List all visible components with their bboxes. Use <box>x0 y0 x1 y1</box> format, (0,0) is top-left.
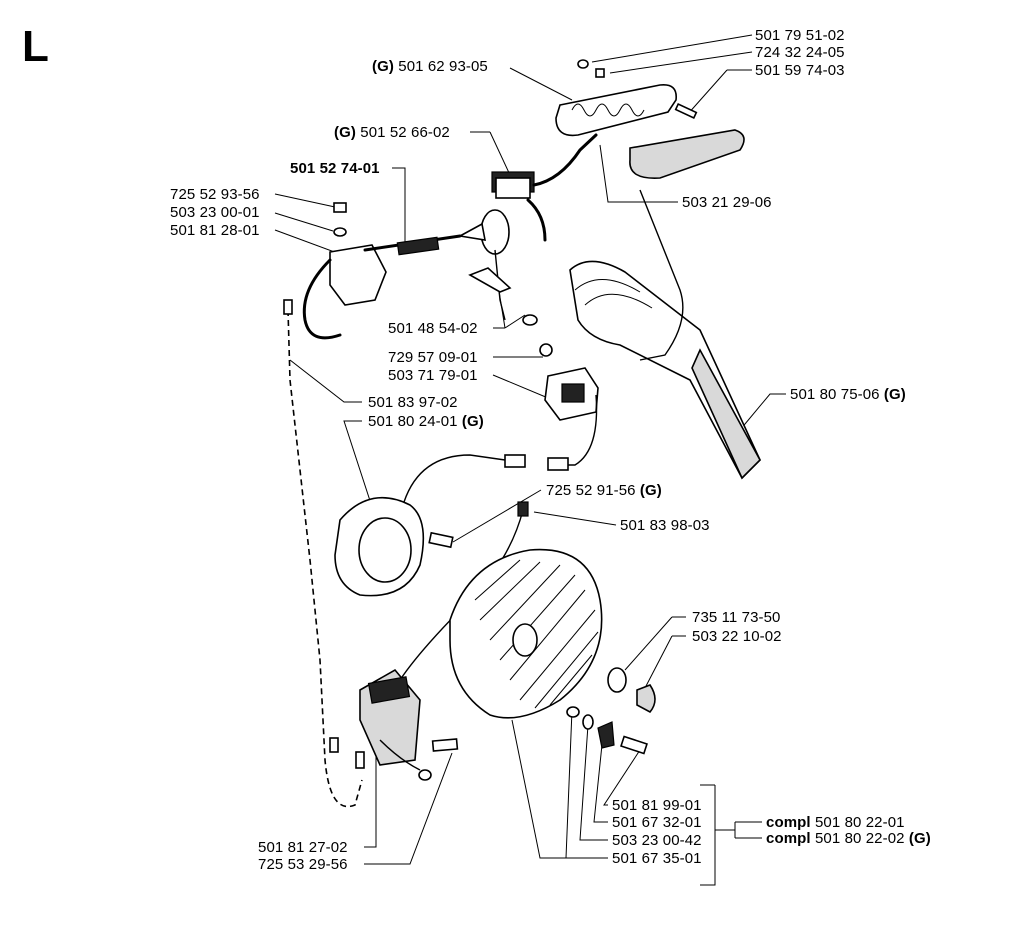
label-501-79-51-02: 501 79 51-02 <box>755 27 845 44</box>
label-501-81-99-01: 501 81 99-01 <box>612 797 702 814</box>
label-501-67-35-01: 501 67 35-01 <box>612 850 702 867</box>
label-compl-501-80-22-02: compl 501 80 22-02 (G) <box>766 830 931 847</box>
label-501-59-74-03: 501 59 74-03 <box>755 62 845 79</box>
section-letter: L <box>22 22 49 71</box>
handle-bar <box>569 189 761 480</box>
label-501-67-32-01: 501 67 32-01 <box>612 814 702 831</box>
label-729-57-09-01: 729 57 09-01 <box>388 349 478 366</box>
label-501-83-98-03: 501 83 98-03 <box>620 517 710 534</box>
label-725-52-93-56: 725 52 93-56 <box>170 186 260 203</box>
label-503-21-29-06: 503 21 29-06 <box>682 194 772 211</box>
label-501-48-54-02: 501 48 54-02 <box>388 320 478 337</box>
label-735-11-73-50: 735 11 73-50 <box>692 609 781 626</box>
label-compl-501-80-22-01: compl 501 80 22-01 <box>766 814 905 831</box>
label-501-81-28-01: 501 81 28-01 <box>170 222 260 239</box>
label-501-80-24-01: 501 80 24-01 (G) <box>368 413 484 430</box>
label-501-62-93-05: (G) 501 62 93-05 <box>372 58 488 75</box>
label-503-71-79-01: 503 71 79-01 <box>388 367 478 384</box>
fan-flywheel <box>449 548 656 755</box>
ignition-module-bottom <box>329 668 459 781</box>
ignition-unit <box>457 133 598 326</box>
label-725-53-29-56: 725 53 29-56 <box>258 856 348 873</box>
stop-switch <box>539 343 599 471</box>
label-503-23-00-42: 503 23 00-42 <box>612 832 702 849</box>
label-501-52-66-02: (G) 501 52 66-02 <box>334 124 450 141</box>
label-501-80-75-06: 501 80 75-06 (G) <box>790 386 906 403</box>
ignition-cover <box>555 59 745 179</box>
label-501-52-74-01: 501 52 74-01 <box>290 160 380 177</box>
label-501-83-97-02: 501 83 97-02 <box>368 394 458 411</box>
label-503-23-00-01: 503 23 00-01 <box>170 204 260 221</box>
ignition-coil-lead <box>283 202 462 808</box>
label-501-81-27-02: 501 81 27-02 <box>258 839 348 856</box>
label-724-32-24-05: 724 32 24-05 <box>755 44 845 61</box>
label-725-52-91-56: 725 52 91-56 (G) <box>546 482 662 499</box>
label-503-22-10-02: 503 22 10-02 <box>692 628 782 645</box>
